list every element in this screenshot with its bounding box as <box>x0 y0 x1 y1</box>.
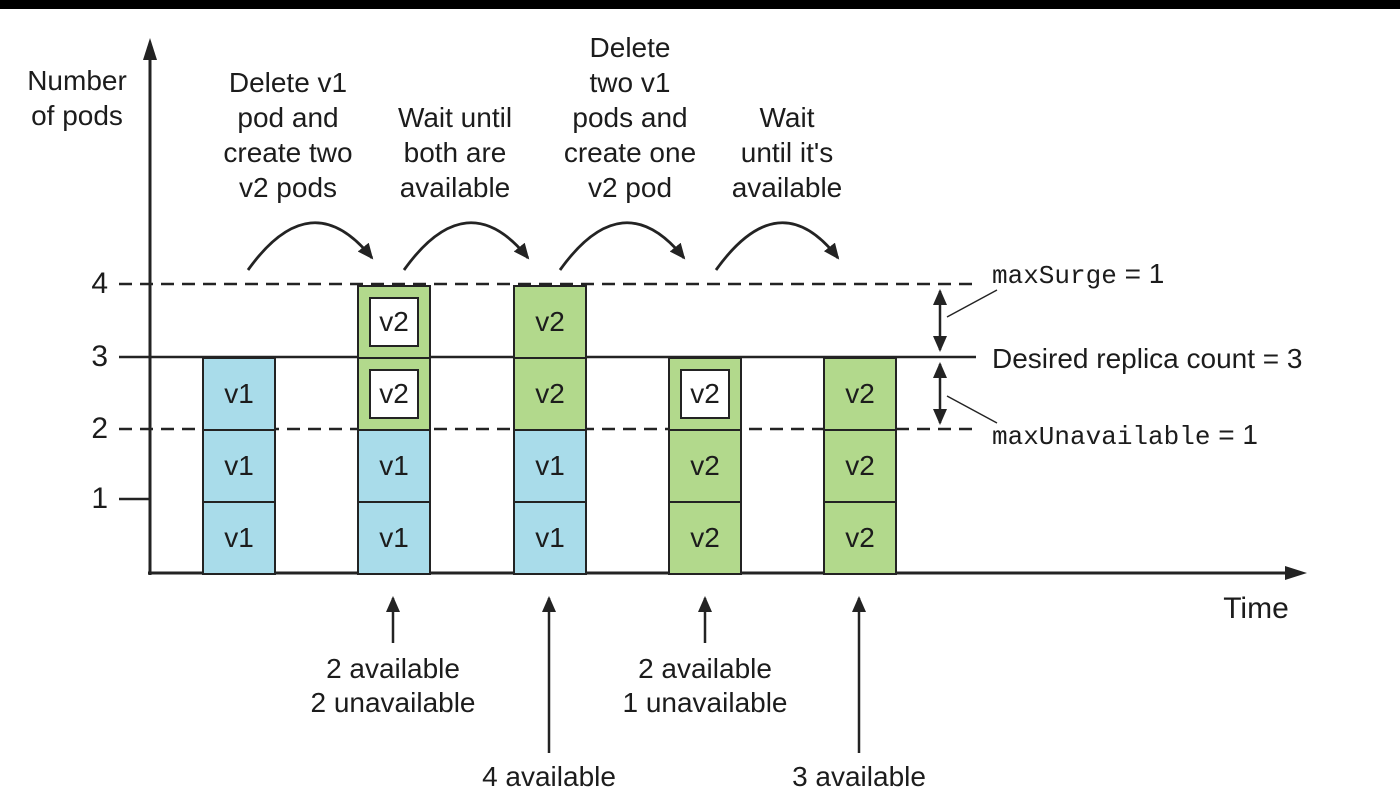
availability-note-2: 4 available <box>482 761 616 792</box>
pod-v2: v2 <box>668 429 742 503</box>
pod-v2-starting: v2 <box>357 285 431 359</box>
max-unavailable-code: maxUnavailable <box>992 422 1211 452</box>
desired-replica-label: Desired replica count = 3 <box>992 343 1303 374</box>
max-surge-code: maxSurge <box>992 261 1117 291</box>
pod-v1: v1 <box>513 429 587 503</box>
pod-label: v1 <box>379 450 409 481</box>
window-top-edge <box>0 0 1400 9</box>
pod-label: v1 <box>224 450 254 481</box>
availability-note-3: 2 available 1 unavailable <box>622 653 788 718</box>
pod-label: v2 <box>845 450 875 481</box>
pod-v2-starting: v2 <box>668 357 742 431</box>
pod-label: v2 <box>680 369 730 419</box>
pod-v2: v2 <box>823 501 897 575</box>
pod-v2: v2 <box>823 357 897 431</box>
step-arrows <box>246 221 840 271</box>
pod-label: v1 <box>535 522 565 553</box>
pod-v2: v2 <box>513 357 587 431</box>
availability-arrows <box>386 596 866 753</box>
max-unavailable-leader-line <box>946 395 998 424</box>
pod-label: v2 <box>535 306 565 337</box>
pod-label: v1 <box>535 450 565 481</box>
pod-column-4: v2 v2 v2 <box>668 357 742 575</box>
pod-v1: v1 <box>357 429 431 503</box>
max-surge-leader-line <box>946 289 998 318</box>
pod-label: v2 <box>369 369 419 419</box>
y-axis-title: Number of pods <box>27 65 127 131</box>
availability-note-4: 3 available <box>792 761 926 792</box>
pod-label: v2 <box>369 297 419 347</box>
pod-label: v1 <box>379 522 409 553</box>
pod-label: v2 <box>535 378 565 409</box>
max-unavailable-value: = 1 <box>1210 419 1258 450</box>
pod-label: v2 <box>845 378 875 409</box>
pod-label: v2 <box>845 522 875 553</box>
y-axis-arrowhead <box>143 38 157 60</box>
pod-v2: v2 <box>668 501 742 575</box>
y-tick-2: 2 <box>91 412 108 445</box>
y-axis <box>143 38 157 575</box>
pod-column-2: v2 v2 v1 v1 <box>357 285 431 575</box>
pod-v1: v1 <box>202 429 276 503</box>
y-tick-3: 3 <box>91 340 108 373</box>
pod-v2-starting: v2 <box>357 357 431 431</box>
pod-label: v1 <box>224 522 254 553</box>
pod-label: v1 <box>224 378 254 409</box>
pod-column-3: v2 v2 v1 v1 <box>513 285 587 575</box>
pod-v1: v1 <box>513 501 587 575</box>
y-tick-1: 1 <box>91 482 108 515</box>
pod-v1: v1 <box>357 501 431 575</box>
max-unavailable-label: maxUnavailable = 1 <box>992 419 1258 452</box>
pod-v2: v2 <box>823 429 897 503</box>
step-label-1: Delete v1 pod and create two v2 pods <box>223 67 353 203</box>
max-surge-label: maxSurge = 1 <box>992 258 1164 291</box>
step-label-4: Wait until it's available <box>731 102 843 203</box>
step-label-3: Delete two v1 pods and create one v2 pod <box>563 32 697 203</box>
max-surge-value: = 1 <box>1116 258 1165 289</box>
pod-v1: v1 <box>202 501 276 575</box>
x-axis-title: Time <box>1223 592 1289 625</box>
pod-label: v2 <box>690 522 720 553</box>
pod-label: v2 <box>690 450 720 481</box>
x-axis-arrowhead <box>1285 566 1307 580</box>
y-tick-4: 4 <box>91 267 108 300</box>
step-label-2: Wait until both are available <box>397 102 513 203</box>
pod-column-5: v2 v2 v2 <box>823 357 897 575</box>
pod-column-1: v1 v1 v1 <box>202 357 276 575</box>
pod-v1: v1 <box>202 357 276 431</box>
availability-note-1: 2 available 2 unavailable <box>310 653 476 718</box>
pod-v2: v2 <box>513 285 587 359</box>
